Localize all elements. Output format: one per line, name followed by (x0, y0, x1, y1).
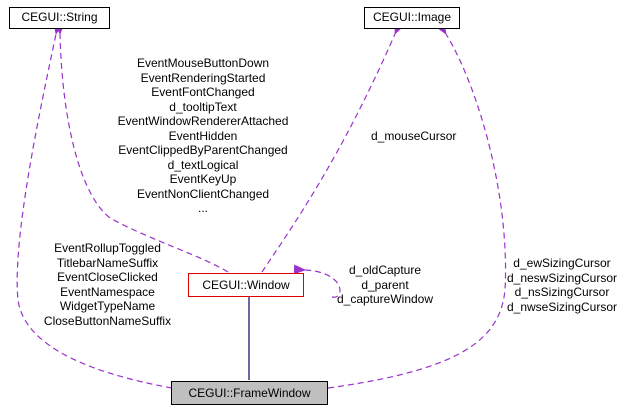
label-line: ... (197, 201, 208, 215)
label-line: EventNonClientChanged (136, 186, 270, 201)
label-window-image: d_mouseCursor (371, 129, 457, 143)
node-cegui-window[interactable]: CEGUI::Window (188, 273, 304, 297)
label-line: d_nwseSizingCursor (506, 299, 618, 314)
label-line: EventFontChanged (151, 85, 255, 99)
node-cegui-string[interactable]: CEGUI::String (9, 7, 110, 29)
label-line: EventMouseButtonDown (136, 56, 270, 70)
edge-framewindow-image (327, 22, 507, 389)
label-line: CloseButtonNameSuffix (43, 313, 172, 328)
edge-window-image (261, 21, 404, 273)
label-line: EventCloseClicked (57, 270, 158, 284)
label-line: d_nsSizingCursor (514, 285, 610, 299)
label-window-self: d_oldCapture d_parent d_captureWindow (330, 263, 440, 307)
label-line: EventKeyUp (169, 172, 237, 186)
label-line: EventRollupToggled (54, 241, 161, 255)
label-line: d_oldCapture (348, 263, 422, 277)
label-line: d_captureWindow (336, 292, 434, 306)
edge-window-self (293, 264, 341, 298)
label-line: TitlebarNameSuffix (56, 255, 159, 270)
label-line: d_ewSizingCursor (513, 256, 611, 270)
label-line: EventNamespace (60, 284, 155, 299)
label-line: d_textLogical (167, 157, 239, 172)
label-line: EventClippedByParentChanged (118, 143, 288, 157)
label-line: WidgetTypeName (59, 299, 156, 313)
label-line: d_neswSizingCursor (506, 270, 618, 285)
label-line: EventHidden (168, 128, 238, 143)
label-line: EventRenderingStarted (140, 70, 266, 85)
label-framewindow-image: d_ewSizingCursor d_neswSizingCursor d_ns… (497, 256, 627, 314)
label-framewindow-string: EventRollupToggled TitlebarNameSuffix Ev… (30, 241, 185, 328)
node-cegui-image[interactable]: CEGUI::Image (364, 7, 460, 29)
label-line: d_tooltipText (169, 99, 237, 114)
edge-framewindow-string (16, 22, 173, 389)
label-line: d_parent (361, 277, 409, 292)
edge-window-string (54, 22, 229, 273)
label-line: EventWindowRendererAttached (117, 114, 289, 128)
label-window-string: EventMouseButtonDown EventRenderingStart… (98, 56, 308, 216)
node-cegui-framewindow[interactable]: CEGUI::FrameWindow (171, 381, 328, 405)
